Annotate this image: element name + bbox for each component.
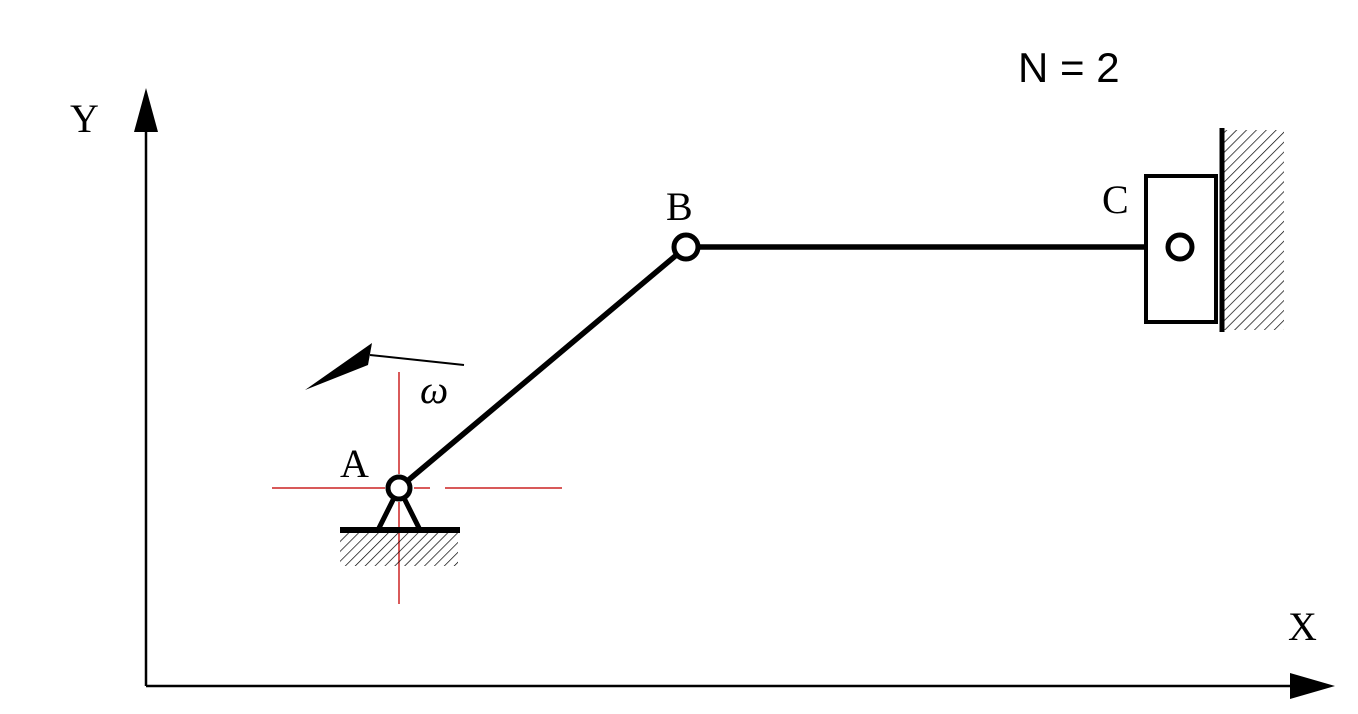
links-count-label: N = 2 xyxy=(1018,44,1120,91)
y-axis-label: Y xyxy=(70,96,99,141)
y-axis-arrow-icon xyxy=(134,88,158,132)
x-axis-label: X xyxy=(1288,604,1317,649)
y-axis xyxy=(134,88,158,686)
center-lines-a xyxy=(272,372,562,604)
wall-guide xyxy=(1219,128,1284,332)
ground-support-a xyxy=(340,485,460,566)
angular-velocity-arrow-icon xyxy=(305,343,465,390)
x-axis-arrow-icon xyxy=(1290,673,1335,699)
link-ab xyxy=(396,244,689,491)
joint-c-label: C xyxy=(1102,177,1129,222)
joint-b-icon xyxy=(671,232,701,262)
joint-a-label: A xyxy=(340,441,369,486)
joint-c-icon xyxy=(1165,232,1195,262)
joint-b-label: B xyxy=(666,184,693,229)
x-axis xyxy=(146,673,1335,699)
angular-velocity-label: ω xyxy=(420,367,448,412)
joint-a-icon xyxy=(385,474,413,502)
